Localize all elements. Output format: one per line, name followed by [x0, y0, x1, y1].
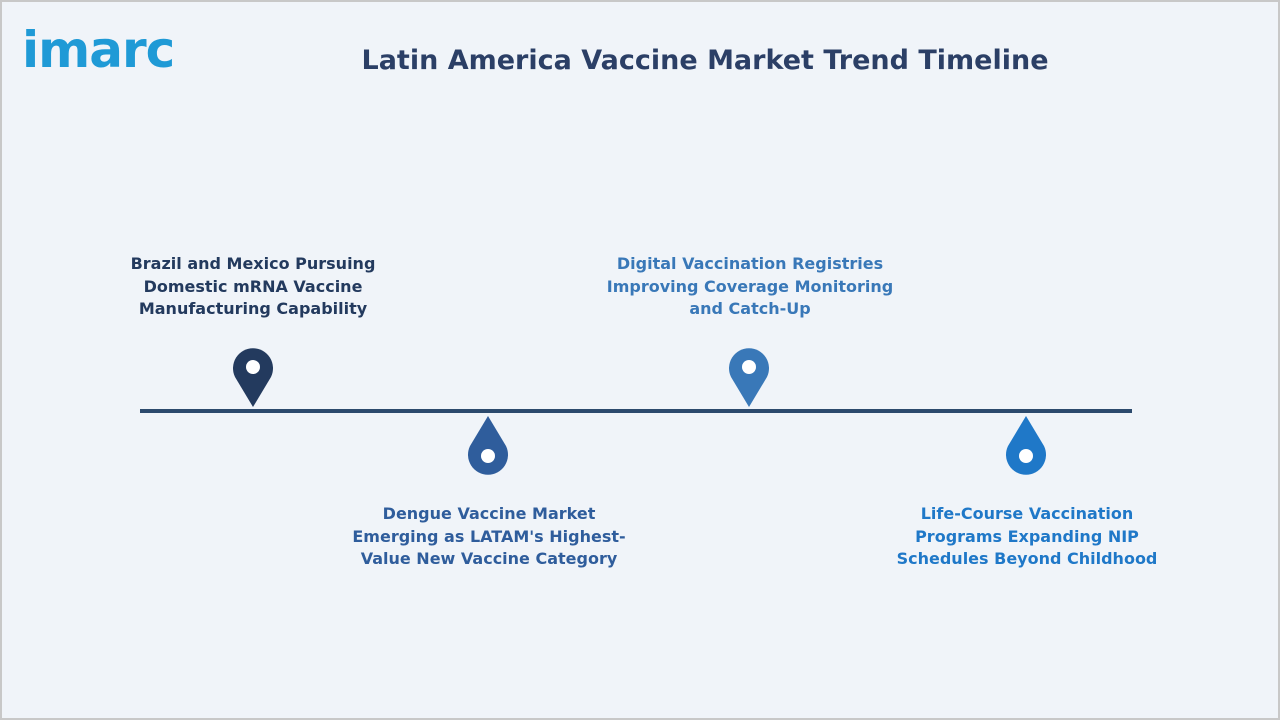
logo-text: imarc	[22, 21, 175, 79]
drop-pin-icon	[468, 416, 508, 475]
page-title: Latin America Vaccine Market Trend Timel…	[361, 45, 1049, 76]
timeline-line	[140, 409, 1132, 413]
map-pin-icon	[729, 348, 769, 407]
imarc-logo: imarc	[22, 16, 202, 80]
milestone-3-label: Digital Vaccination Registries Improving…	[606, 254, 894, 318]
drop-pin-icon	[1006, 416, 1046, 475]
milestone-2-label: Dengue Vaccine Market Emerging as LATAM'…	[352, 504, 626, 568]
milestone-4-label: Life-Course Vaccination Programs Expandi…	[896, 504, 1158, 568]
milestone-1-label: Brazil and Mexico Pursuing Domestic mRNA…	[130, 254, 376, 318]
map-pin-icon	[233, 348, 273, 407]
